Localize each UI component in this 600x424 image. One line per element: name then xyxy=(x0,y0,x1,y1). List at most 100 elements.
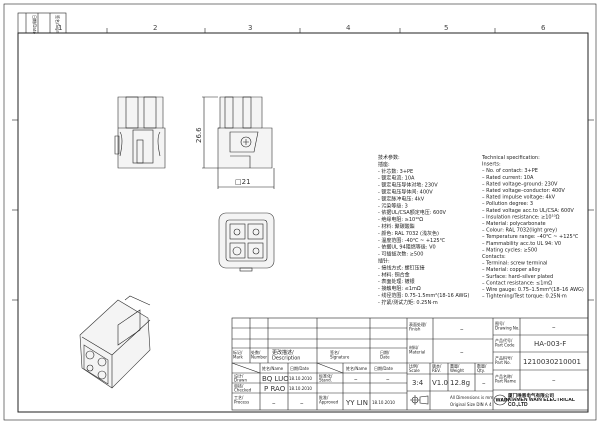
drawn-label: 设计/Drawn xyxy=(234,372,247,382)
spec-en-line: – Contact resistance: ≤1mΩ xyxy=(482,280,552,286)
description-label: 更改描述/Description xyxy=(272,349,300,361)
process-label: 工艺/Process xyxy=(234,395,249,404)
qty-value: – xyxy=(482,379,486,387)
spec-cn-line: - 材料: 铜合金 xyxy=(378,271,410,278)
outer-border xyxy=(3,3,597,421)
spec-en-line: – Flammability acc.to UL 94: V0 xyxy=(482,241,561,247)
spec-en-line: – Rated impulse voltage: 4kV xyxy=(482,195,556,201)
stand-date: – xyxy=(386,375,390,383)
spec-cn-line: - 额定脉冲电压: 4kV xyxy=(378,195,425,202)
drawn-name: BQ LUO xyxy=(262,375,289,383)
spec-cn-line: - 额定电流: 10A xyxy=(378,175,415,182)
rev-value: V1.0 xyxy=(432,379,448,387)
part-name-value: – xyxy=(552,376,556,384)
spec-en-line: – Tightening/Test torque: 0.25N·m xyxy=(482,294,567,300)
spec-en-line: – Rated current: 10A xyxy=(482,175,534,181)
isometric-view xyxy=(79,295,151,389)
spec-cn: 技术参数:插座:- 针芯数: 3+PE- 额定电流: 10A- 额定电压导体对地… xyxy=(378,154,469,306)
spec-en-line: – Insulation resistance: ≥10¹⁰Ω xyxy=(482,214,560,220)
process-date: – xyxy=(300,399,304,407)
ruler-2: 2 xyxy=(153,24,157,32)
title-block: 标记/Mark 处数/Number 更改描述/Description 签名/Si… xyxy=(231,317,589,411)
spec-en-line: – Material: polycarbonate xyxy=(482,221,546,227)
spec-cn-line: - 可插拔次数: ≥500 xyxy=(378,251,423,258)
ruler-6: 6 xyxy=(541,24,546,32)
date-header-2: 日期/Date xyxy=(374,365,393,371)
company-name-en-box: XIAMEN WAIN ELECTRICAL CO.,LTD xyxy=(508,398,575,408)
drawing-no-label: 图号/Drawing No. xyxy=(495,320,520,330)
spec-cn-line: - 线径范围: 0.75-1.5mm²(18-16 AWG) xyxy=(378,292,469,299)
ruler-4: 4 xyxy=(346,24,351,32)
spec-cn-line: - 表面处理: 镀银 xyxy=(378,278,415,285)
date-label: 日期/Date xyxy=(380,349,390,359)
spec-en-line: – Wire gauge: 0.75–1.5mm²(18–16 AWG) xyxy=(482,287,584,293)
checked-name: P RAO xyxy=(264,385,286,393)
dims-note-2: Original Size DIN A 4 xyxy=(450,402,492,407)
spec-en-line: – Surface: hard–silver plated xyxy=(482,274,553,280)
spec-en-line: – Rated voltage acc.to UL/CSA: 600V xyxy=(482,208,574,214)
scale-label: 比例/Scale xyxy=(409,363,420,373)
projection-symbol-icon xyxy=(410,395,429,405)
material-label: 材料/Material xyxy=(409,344,425,354)
part-code-value: HA-003-F xyxy=(534,340,566,348)
process-name: – xyxy=(272,399,276,407)
spec-cn-line: - 绝缘电阻: ≥10¹⁰Ω xyxy=(378,216,423,223)
corner-date-label: 日期/Date xyxy=(32,15,38,34)
scale-value: 3:4 xyxy=(412,379,424,387)
spec-en-line: – No. of contact: 3+PE xyxy=(482,168,538,174)
ruler-1: 1 xyxy=(58,24,62,32)
company-name-en: XIAMEN WAIN ELECTRICAL CO.,LTD xyxy=(508,398,575,408)
approved-date: 18.10.2010 xyxy=(372,400,395,405)
part-name-label: 产品名称/Part Name xyxy=(495,373,517,383)
material-value: – xyxy=(460,348,464,356)
qty-label: 数量/Qty. xyxy=(477,363,487,373)
spec-cn-line: - 颜色: RAL 7032 (浅灰色) xyxy=(378,230,439,237)
company-name-cn: 厦门唯恩电气有限公司 xyxy=(508,392,554,399)
height-dim-text: 26.6 xyxy=(195,127,203,143)
spec-cn-line: - 接线方式: 螺钉压接 xyxy=(378,264,425,271)
spec-en-line: – Temperature range: –40℃ ~ +125℃ xyxy=(482,234,579,240)
spec-cn-line: - 依据UL/CSA额定电压: 600V xyxy=(378,209,447,216)
spec-en-line: – Pollution degree: 3 xyxy=(482,201,533,207)
spec-en-line: – Rated voltage–conductor: 400V xyxy=(482,188,565,194)
spec-en: Technical specification:Inserts:– No. of… xyxy=(481,155,584,300)
spec-en-line: – Rated voltage–ground: 230V xyxy=(482,181,558,187)
weight-label: 重量/Weight xyxy=(450,363,464,373)
spec-en-line: Contacts: xyxy=(482,254,506,260)
spec-en-line: – Material: copper alloy xyxy=(482,267,540,273)
face-view xyxy=(218,212,275,272)
name-header: 姓名/Name xyxy=(262,365,284,371)
corner-sign-label: 签名/Sign xyxy=(55,15,61,34)
ruler-5: 5 xyxy=(444,24,448,32)
spec-cn-line: - 温度范围: -40℃ ~ +125℃ xyxy=(378,237,446,244)
spec-cn-line: 技术参数: xyxy=(378,154,400,161)
spec-en-line: – Terminal: screw terminal xyxy=(482,261,547,267)
dims-note-1: All Dimensions is mm xyxy=(450,395,493,400)
number-label: 处数/Number xyxy=(251,349,267,359)
column-ruler: 1 2 3 4 5 6 xyxy=(12,24,594,301)
logo-text: WAIN xyxy=(496,398,510,404)
spec-en-line: – Mating cycles: ≥500 xyxy=(482,247,537,253)
name-header-2: 姓名/Name xyxy=(346,365,368,371)
spec-cn-line: - 污染等级: 3 xyxy=(378,202,408,209)
company-logo: WAIN xyxy=(493,394,510,406)
stand-label: 标准化/Stand. xyxy=(319,372,333,382)
approved-label: 批准/Approved xyxy=(319,394,339,404)
width-dim-text: □21 xyxy=(235,178,251,186)
ruler-3: 3 xyxy=(248,24,252,32)
part-no-label: 产品料号/Part No. xyxy=(495,355,513,365)
weight-value: 12.8g xyxy=(450,379,470,387)
finish-value: – xyxy=(460,325,464,333)
screw-icon xyxy=(240,136,252,148)
drawing-no-value: – xyxy=(552,323,556,331)
spec-en-line: Technical specification: xyxy=(481,155,540,161)
spec-en-line: – Colour: RAL 7032(light grey) xyxy=(482,228,557,234)
spec-cn-line: - 针芯数: 3+PE xyxy=(378,168,413,175)
dimension-width: □21 xyxy=(217,168,275,189)
rev-label: 版本/REV. xyxy=(432,363,442,373)
date-header: 日期/Date xyxy=(290,365,309,371)
spec-cn-line: - 拧紧/测试力矩: 0.25N·m xyxy=(378,299,438,306)
approved-name: YY LIN xyxy=(345,399,368,407)
spec-cn-line: - 依据UL 94阻燃等级: V0 xyxy=(378,244,436,251)
